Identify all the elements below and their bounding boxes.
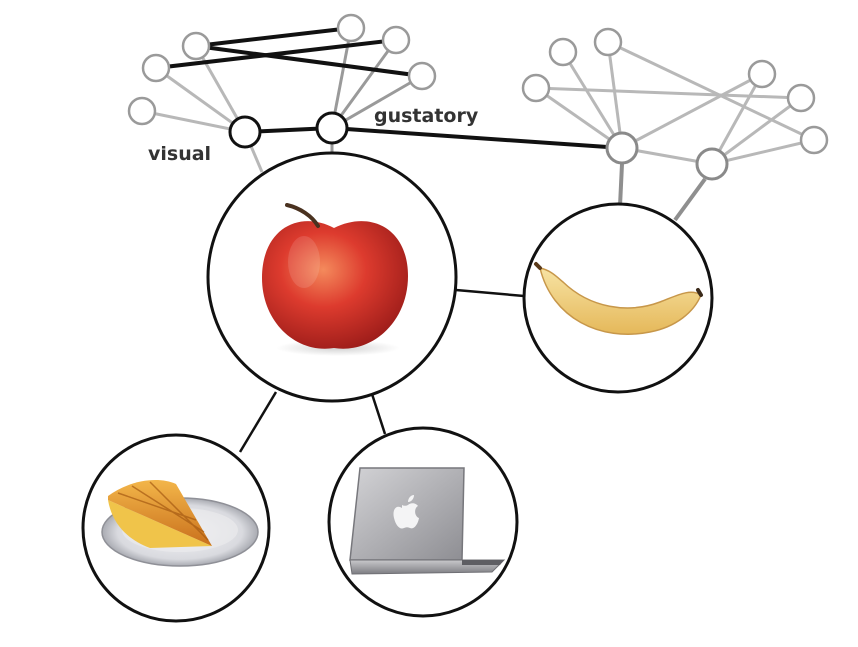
banana-concept bbox=[522, 202, 714, 394]
feature-node bbox=[548, 37, 578, 67]
feature-leaf-nodes bbox=[127, 13, 829, 155]
feature-node bbox=[786, 83, 816, 113]
feature-node bbox=[747, 59, 777, 89]
apple-concept bbox=[206, 151, 458, 403]
apple-logo-icon bbox=[393, 495, 419, 529]
gustatory-label: gustatory bbox=[374, 105, 479, 127]
feature-node bbox=[336, 13, 366, 43]
laptop-icon bbox=[349, 467, 506, 575]
visual-label: visual bbox=[148, 143, 211, 165]
feature-node bbox=[593, 27, 623, 57]
feature-node bbox=[141, 53, 171, 83]
feature-node bbox=[127, 96, 157, 126]
feature-node bbox=[799, 125, 829, 155]
feature-node bbox=[381, 25, 411, 55]
banana-hub-node-1 bbox=[605, 131, 639, 165]
apple-pie-concept bbox=[81, 433, 271, 623]
feature-node bbox=[181, 31, 211, 61]
feature-node bbox=[521, 73, 551, 103]
apple-icon bbox=[262, 203, 408, 356]
concept-links bbox=[238, 288, 525, 453]
apple-pie-icon bbox=[101, 480, 259, 567]
banana-stem-links bbox=[618, 163, 707, 222]
banana-feature-links bbox=[535, 40, 815, 166]
banana-icon bbox=[534, 262, 703, 335]
laptop-concept bbox=[327, 426, 519, 618]
visual-hub-node bbox=[228, 115, 262, 149]
gustatory-hub-node bbox=[315, 111, 349, 145]
banana-hub-node-2 bbox=[695, 147, 729, 181]
feature-node bbox=[407, 61, 437, 91]
